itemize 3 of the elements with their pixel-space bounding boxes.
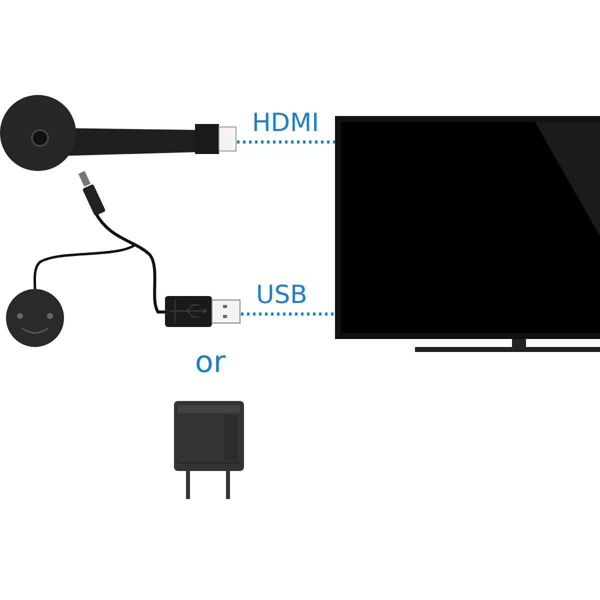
- alternative-label: or: [195, 348, 226, 378]
- dotted-connector: [241, 312, 335, 316]
- dotted-connector: [237, 140, 335, 144]
